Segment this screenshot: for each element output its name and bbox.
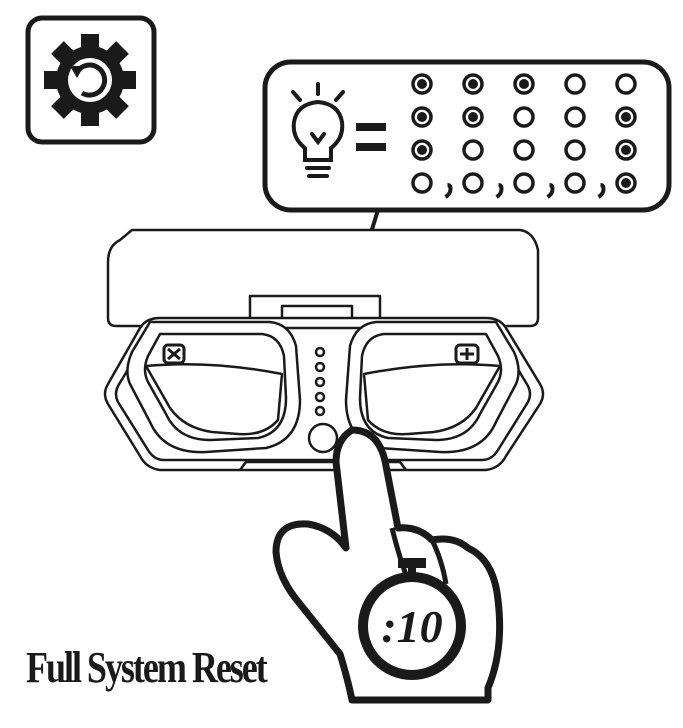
led-on-fill [417,145,427,155]
led-off [615,73,637,95]
sequence-separator [495,183,504,199]
led-legend-panel [262,59,672,213]
led-on-fill [468,79,478,89]
page-title: Full System Reset [26,643,268,692]
timer-label: :10 [381,601,442,652]
led-on-fill [468,112,478,122]
led-off [513,172,535,194]
led-on-fill [621,145,631,155]
stopwatch-icon: :10 [358,558,466,680]
led-off [564,73,586,95]
sequence-separator [597,183,606,199]
led-off [564,172,586,194]
led-on-fill [621,178,631,188]
sequence-separator [444,183,453,199]
led-off [564,106,586,128]
gear-reset-icon [25,15,157,145]
led-on-fill [519,79,529,89]
led-off [462,139,484,161]
equals-sign [356,123,386,151]
led-grid [411,73,637,199]
led-off [411,172,433,194]
led-on-fill [417,79,427,89]
hand-press-icon: :10 [272,426,504,704]
lightbulb-icon [291,82,345,178]
led-on-fill [621,112,631,122]
led-on-fill [417,112,427,122]
led-off [564,139,586,161]
led-off [513,139,535,161]
sequence-separator [546,183,555,199]
earbuds-case [103,228,545,472]
led-off [513,106,535,128]
led-off [462,172,484,194]
